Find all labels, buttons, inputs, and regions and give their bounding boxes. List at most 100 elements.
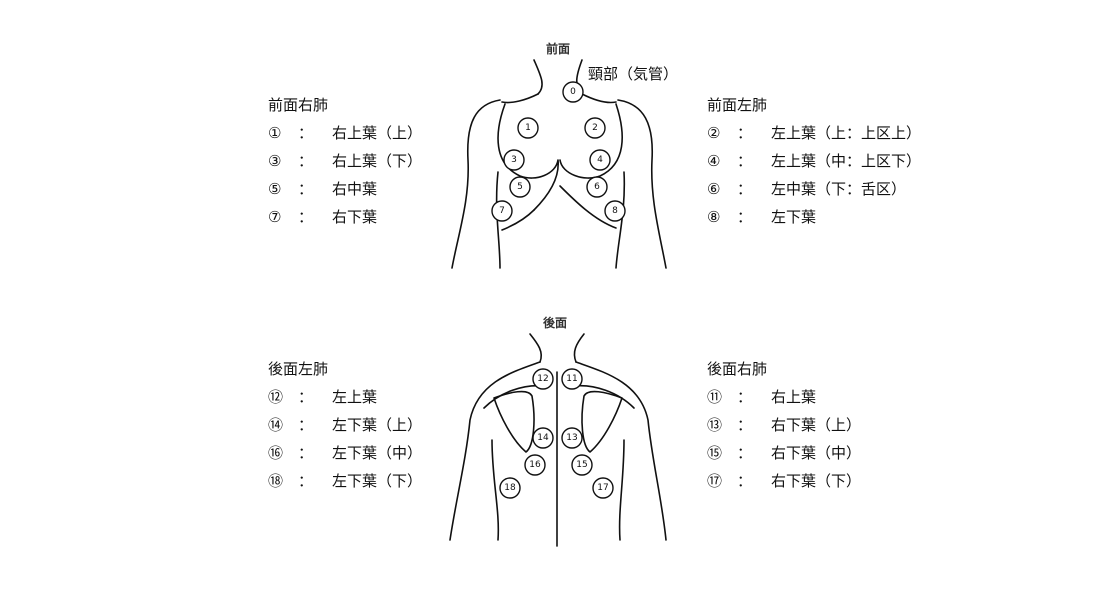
back-marker-12: 12: [532, 368, 554, 390]
marker-circle: [524, 454, 546, 476]
marker-number: 12: [537, 374, 548, 384]
back-marker-16: 16: [524, 454, 546, 476]
back-marker-17: 17: [592, 477, 614, 499]
neck-label: 頸部（気管）: [588, 65, 679, 83]
marker-number: 3: [511, 155, 517, 165]
legend-separator: ：: [737, 416, 753, 434]
front-marker-7: 7: [491, 200, 513, 222]
legend-heading: 後面右肺: [707, 360, 768, 378]
marker-circle: [532, 368, 554, 390]
back-marker-14: 14: [532, 427, 554, 449]
legend-separator: ：: [298, 472, 314, 490]
legend-label: 左下葉（中）: [332, 444, 423, 462]
legend-separator: ：: [298, 124, 314, 142]
front-marker-2: 2: [584, 117, 606, 139]
legend-number: ⑫: [268, 388, 284, 406]
legend-separator: ：: [737, 388, 753, 406]
marker-circle: [517, 117, 539, 139]
legend-label: 右下葉（下）: [771, 472, 862, 490]
legend-separator: ：: [298, 152, 314, 170]
legend-label: 右下葉（上）: [771, 416, 862, 434]
marker-circle: [509, 176, 531, 198]
front-marker-6: 6: [586, 176, 608, 198]
back-marker-11: 11: [561, 368, 583, 390]
legend-number: ⑯: [268, 444, 284, 462]
legend-separator: ：: [737, 152, 753, 170]
legend-number: ⑰: [707, 472, 723, 490]
legend-item: ③：右上葉（下）: [268, 147, 422, 175]
legend-item: ⑭ ： 左下葉（上）: [268, 411, 422, 439]
marker-number: 6: [594, 182, 600, 192]
marker-number: 8: [612, 206, 618, 216]
front-view-title: 前面: [546, 42, 571, 56]
marker-circle: [532, 427, 554, 449]
legend-item: ⑪ ： 右上葉: [707, 383, 861, 411]
legend-number: ⑦: [268, 208, 282, 226]
marker-circle: [499, 477, 521, 499]
marker-number: 2: [592, 123, 598, 133]
front-marker-8: 8: [604, 200, 626, 222]
marker-circle: [561, 368, 583, 390]
legend-label: 右下葉（中）: [771, 444, 862, 462]
legend-number: ⑧: [707, 208, 721, 226]
legend-number: ⑪: [707, 388, 723, 406]
legend-item: ⑱：左下葉（下）: [268, 467, 422, 495]
marker-circle: [589, 149, 611, 171]
legend-label: 右上葉: [771, 388, 817, 406]
legend-label: 右中葉: [332, 180, 378, 198]
legend-separator: ：: [298, 444, 314, 462]
legend-label: 左上葉: [332, 388, 378, 406]
legend-label: 左下葉: [771, 208, 817, 226]
legend-item: ⑧ ： 左下葉: [707, 203, 921, 231]
back-marker-15: 15: [571, 454, 593, 476]
marker-number: 11: [566, 374, 577, 384]
legend-label: 左下葉（上）: [332, 416, 423, 434]
legend-label: 左中葉（下：舌区）: [771, 180, 907, 198]
legend-item: ⑦ ： 右下葉: [268, 203, 422, 231]
legend-item: ① ： 右上葉（上）: [268, 119, 422, 147]
legend-separator: ：: [298, 388, 314, 406]
legend-label: 右下葉: [332, 208, 378, 226]
marker-number: 5: [517, 182, 523, 192]
marker-number: 15: [576, 460, 587, 470]
legend-separator: ：: [298, 416, 314, 434]
legend-number: ⑱: [268, 472, 284, 490]
marker-number: 7: [499, 206, 505, 216]
front-left-lung-legend: 前面左肺 ②：左上葉（上：上区上） ④：左上葉（中：上区下） ⑥：左中葉（下：舌…: [707, 91, 921, 231]
marker-circle: [586, 176, 608, 198]
legend-separator: ：: [298, 208, 314, 226]
legend-item: ④：左上葉（中：上区下）: [707, 147, 921, 175]
legend-number: ③: [268, 152, 282, 170]
legend-item: ⑥：左中葉（下：舌区）: [707, 175, 921, 203]
back-right-lung-legend: 後面右肺 ⑪：右上葉 ⑬：右下葉（上） ⑮：右下葉（中） ⑰：右下葉（下）: [707, 355, 861, 495]
legend-separator: ：: [737, 208, 753, 226]
legend-label: 右上葉（上）: [332, 124, 423, 142]
legend-item: ⑰：右下葉（下）: [707, 467, 861, 495]
marker-circle: [562, 81, 584, 103]
marker-number: 1: [525, 123, 531, 133]
marker-number: 17: [597, 483, 608, 493]
legend-item: ⑯ ： 左下葉（中）: [268, 439, 422, 467]
back-marker-18: 18: [499, 477, 521, 499]
legend-number: ⑭: [268, 416, 284, 434]
legend-number: ⑤: [268, 180, 282, 198]
legend-label: 左上葉（上：上区上）: [771, 124, 922, 142]
marker-number: 0: [570, 87, 576, 97]
front-right-lung-legend: 前面右肺 ①：右上葉（上） ③：右上葉（下） ⑤：右中葉 ⑦：右下葉: [268, 91, 422, 231]
legend-heading: 前面左肺: [707, 96, 768, 114]
legend-number: ①: [268, 124, 282, 142]
legend-separator: ：: [737, 124, 753, 142]
front-marker-5: 5: [509, 176, 531, 198]
legend-label: 左上葉（中：上区下）: [771, 152, 922, 170]
front-marker-3: 3: [503, 149, 525, 171]
legend-number: ⑬: [707, 416, 723, 434]
legend-item: ⑤：右中葉: [268, 175, 422, 203]
legend-heading: 後面左肺: [268, 360, 329, 378]
back-left-lung-legend: 後面左肺 ⑫：左上葉 ⑭：左下葉（上） ⑯：左下葉（中） ⑱：左下葉（下）: [268, 355, 422, 495]
legend-separator: ：: [737, 180, 753, 198]
marker-circle: [561, 427, 583, 449]
back-torso-outline: [449, 333, 667, 547]
front-marker-1: 1: [517, 117, 539, 139]
